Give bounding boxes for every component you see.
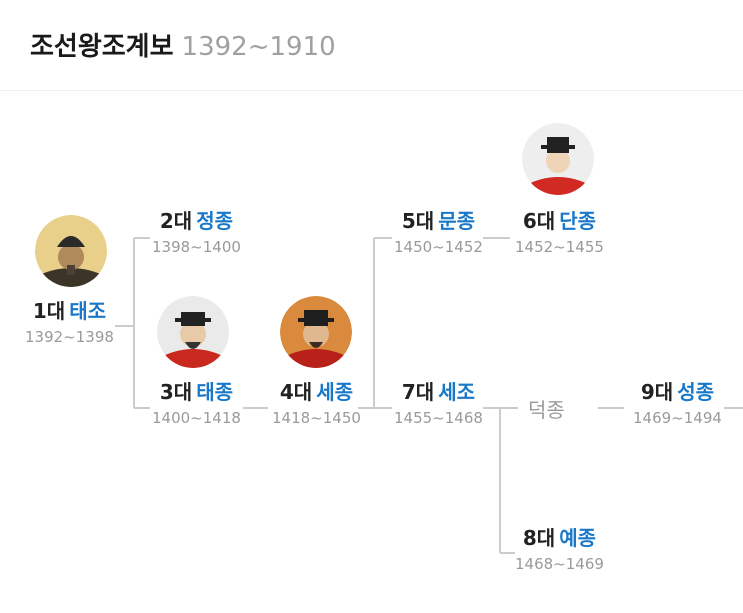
portrait-image <box>35 215 107 287</box>
king-name: 문종 <box>438 209 476 233</box>
portrait-image <box>157 296 229 368</box>
king-reign: 1468~1469 <box>515 555 604 573</box>
portrait-taejong <box>157 296 229 368</box>
title-years: 1392~1910 <box>181 32 336 62</box>
title-text: 조선왕조계보 <box>30 32 174 62</box>
portrait-taejo <box>35 215 107 287</box>
king-reign: 1418~1450 <box>272 409 361 427</box>
king-reign: 1455~1468 <box>394 409 483 427</box>
king-name: 세종 <box>316 380 354 404</box>
portrait-image <box>522 123 594 195</box>
deokjong-label: 덕종 <box>528 398 565 422</box>
king-reign: 1452~1455 <box>515 238 604 256</box>
king-name: 단종 <box>559 209 597 233</box>
king-name: 정종 <box>196 209 234 233</box>
king-reign: 1400~1418 <box>152 409 241 427</box>
king-order: 2대 <box>159 209 193 233</box>
king-order: 5대 <box>401 209 435 233</box>
king-name: 태조 <box>69 299 107 323</box>
portrait-danjong <box>522 123 594 195</box>
king-order: 7대 <box>401 380 435 404</box>
king-reign: 1450~1452 <box>394 238 483 256</box>
king-name: 세조 <box>438 380 476 404</box>
king-reign: 1398~1400 <box>152 238 241 256</box>
king-order: 1대 <box>32 299 66 323</box>
king-name: 성종 <box>677 380 715 404</box>
king-reign: 1392~1398 <box>25 328 114 346</box>
king-name: 태종 <box>196 380 234 404</box>
king-order: 3대 <box>159 380 193 404</box>
king-order: 9대 <box>640 380 674 404</box>
king-reign: 1469~1494 <box>633 409 722 427</box>
king-order: 4대 <box>279 380 313 404</box>
portrait-image <box>280 296 352 368</box>
king-order: 8대 <box>522 526 556 550</box>
king-name: 예종 <box>559 526 597 550</box>
king-order: 6대 <box>522 209 556 233</box>
portrait-sejong <box>280 296 352 368</box>
